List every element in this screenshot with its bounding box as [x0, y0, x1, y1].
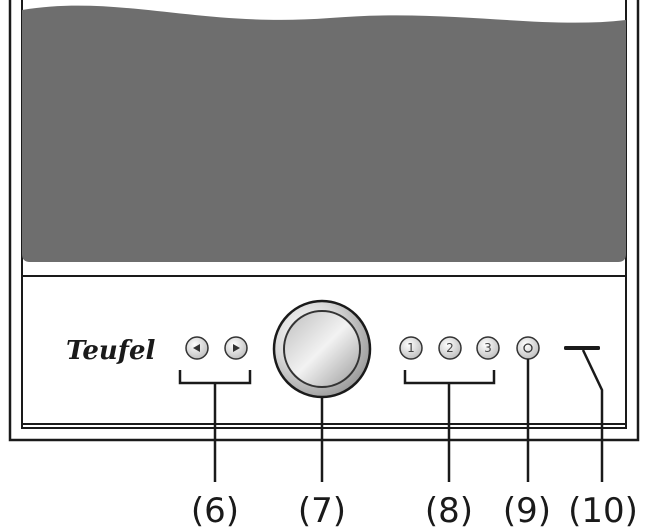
callout-label-7: (7): [298, 491, 346, 531]
callout-lines: [178, 349, 604, 482]
leader-10: [581, 349, 604, 482]
preset-button-label: 3: [484, 341, 492, 355]
preset-button-2[interactable]: 2: [438, 336, 462, 360]
preset-button-3[interactable]: 3: [476, 336, 500, 360]
brand-logo: Teufel: [66, 336, 156, 366]
preset-button-label: 2: [446, 341, 454, 355]
power-circle-icon: [523, 343, 533, 353]
callout-label-6: (6): [191, 491, 239, 531]
slot: [564, 346, 600, 350]
next-button[interactable]: [224, 336, 248, 360]
callout-label-10: (10): [568, 491, 638, 531]
power-button[interactable]: [516, 336, 540, 360]
callout-label-8: (8): [425, 491, 473, 531]
preset-button-1[interactable]: 1: [399, 336, 423, 360]
prev-button[interactable]: [185, 336, 209, 360]
preset-button-label: 1: [407, 341, 415, 355]
triangle-left-icon: [193, 344, 200, 352]
callout-label-9: (9): [503, 491, 551, 531]
rotary-knob[interactable]: [272, 299, 372, 399]
display-screen: [22, 5, 626, 263]
triangle-right-icon: [233, 344, 240, 352]
